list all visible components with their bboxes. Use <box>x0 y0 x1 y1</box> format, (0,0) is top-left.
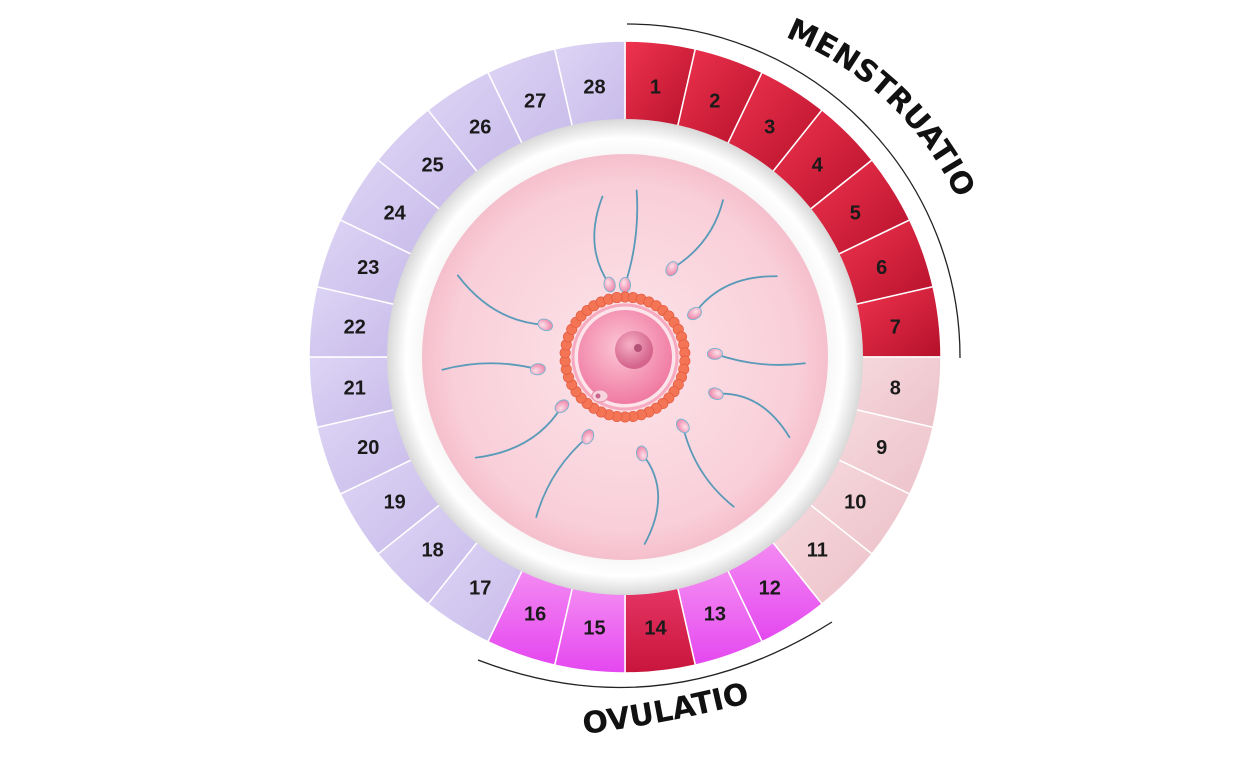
day-number: 13 <box>704 604 726 626</box>
day-number: 2 <box>709 90 720 112</box>
day-number: 19 <box>384 492 406 514</box>
day-number: 8 <box>890 377 901 399</box>
sperm-head <box>537 318 554 332</box>
egg-corona <box>559 291 691 423</box>
sperm-head <box>554 399 570 414</box>
sperm-tail <box>714 392 791 439</box>
day-number: 4 <box>812 155 824 177</box>
day-number: 16 <box>524 604 546 626</box>
sperm-tail <box>535 435 589 518</box>
sperm-head <box>529 363 546 376</box>
day-number: 21 <box>344 377 366 399</box>
day-number: 25 <box>422 155 444 177</box>
sperm-head <box>675 418 690 434</box>
day-number: 7 <box>890 317 901 339</box>
day-number: 17 <box>469 577 491 599</box>
sperm-tail <box>456 274 547 326</box>
sperm-tail <box>624 189 639 286</box>
day-number: 22 <box>344 317 366 339</box>
day-number: 3 <box>764 117 775 139</box>
sperm-head <box>687 306 703 321</box>
sperm-head <box>665 261 679 277</box>
sperm-tail <box>593 195 611 286</box>
day-number: 28 <box>583 77 605 99</box>
day-number: 24 <box>384 202 407 224</box>
day-number: 9 <box>876 437 887 459</box>
ovulation-arc <box>477 621 833 689</box>
day-number: 18 <box>422 539 444 561</box>
day-number: 12 <box>759 577 781 599</box>
day-number: 26 <box>469 117 491 139</box>
day-labels: 1234567891011121314151617181920212223242… <box>344 77 901 640</box>
menstruation-arc <box>626 23 961 359</box>
sperm-head <box>708 387 724 401</box>
sperm-head <box>635 445 649 462</box>
day-number: 6 <box>876 257 887 279</box>
egg-nucleolus <box>634 344 642 352</box>
sperm-head <box>603 276 616 293</box>
sperm-head <box>706 347 723 360</box>
sperm-tail <box>474 405 563 459</box>
polar-body-dot <box>595 393 601 399</box>
sperm-tail <box>671 199 724 270</box>
day-number: 23 <box>357 257 379 279</box>
sperm-tail <box>681 425 735 508</box>
egg-illustration <box>559 291 691 423</box>
sperm-tail <box>693 275 778 315</box>
day-number: 15 <box>583 617 605 639</box>
sperm-illustration <box>441 189 806 545</box>
day-number: 27 <box>524 90 546 112</box>
day-number: 14 <box>644 617 667 639</box>
egg-nucleus <box>615 331 653 369</box>
corona-cell <box>611 292 623 304</box>
day-number: 20 <box>357 437 379 459</box>
sperm-tail <box>714 352 806 366</box>
sperm-head <box>581 429 595 445</box>
day-segments <box>308 40 942 674</box>
sperm-head <box>619 277 631 293</box>
sperm-tail <box>441 362 539 371</box>
day-number: 5 <box>850 202 861 224</box>
day-number: 1 <box>650 77 661 99</box>
sperm-tail <box>641 452 660 545</box>
day-number: 11 <box>807 539 828 561</box>
day-number: 10 <box>844 492 866 514</box>
